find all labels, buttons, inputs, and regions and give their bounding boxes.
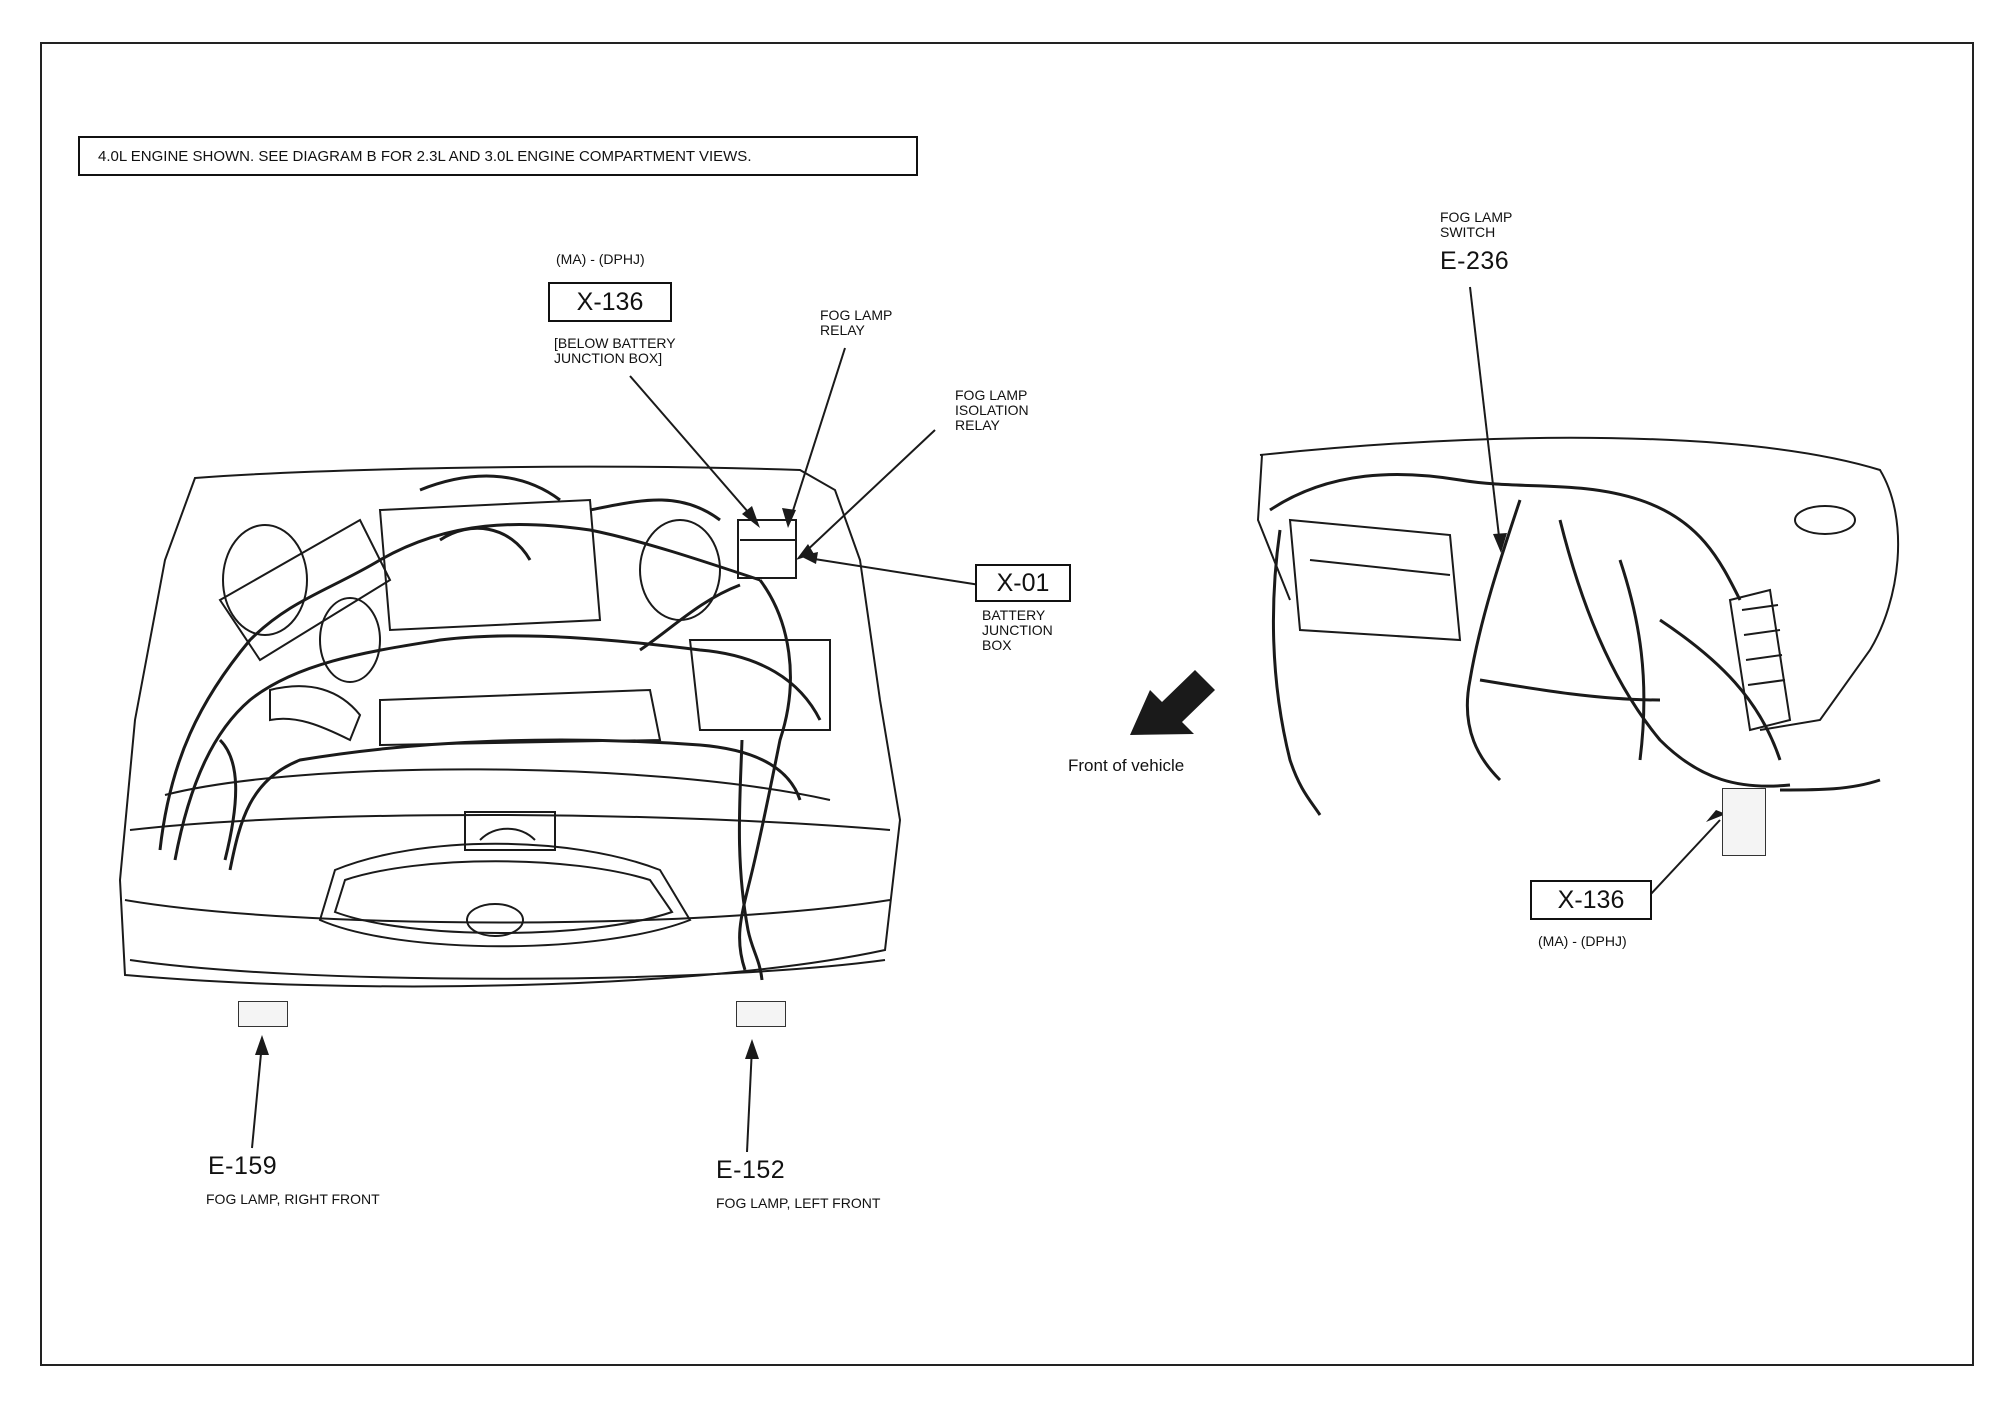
dash-harness (1269, 472, 1881, 816)
x01-description: BATTERY JUNCTION BOX (982, 607, 1053, 653)
front-of-vehicle-label: Front of vehicle (1068, 756, 1185, 775)
e159-code[interactable]: E-159 (208, 1152, 278, 1180)
x136-dash-variant: (MA) - (DPHJ) (1538, 933, 1627, 949)
e152-description: FOG LAMP, LEFT FRONT (716, 1195, 881, 1211)
x136-location: [BELOW BATTERY JUNCTION BOX] (554, 335, 676, 366)
dashboard-outline (1256, 436, 1900, 732)
fog-lamp-isolation-relay-label: FOG LAMP ISOLATION RELAY (955, 387, 1029, 433)
engine-harness (158, 474, 822, 981)
x136-dash-connector-label[interactable]: X-136 (1530, 880, 1652, 920)
x136-dash-connector (1722, 788, 1766, 856)
vehicle-front-outline (118, 465, 902, 988)
engine-note: 4.0L ENGINE SHOWN. SEE DIAGRAM B FOR 2.3… (78, 136, 918, 176)
e236-code[interactable]: E-236 (1440, 247, 1510, 275)
fog-lamp-relay-label: FOG LAMP RELAY (820, 307, 893, 338)
diagram-frame (40, 42, 1974, 1366)
x136-connector-label[interactable]: X-136 (548, 282, 672, 322)
e159-connector (238, 1001, 288, 1027)
arrowheads (255, 506, 1726, 1059)
e152-code[interactable]: E-152 (716, 1156, 786, 1184)
e152-connector (736, 1001, 786, 1027)
fog-lamp-switch-label: FOG LAMP SWITCH (1440, 209, 1513, 240)
leader-lines (251, 286, 1721, 1153)
front-arrow-icon (1130, 670, 1215, 735)
x01-connector-label[interactable]: X-01 (975, 564, 1071, 602)
e159-description: FOG LAMP, RIGHT FRONT (206, 1191, 380, 1207)
x136-variant: (MA) - (DPHJ) (556, 251, 645, 267)
